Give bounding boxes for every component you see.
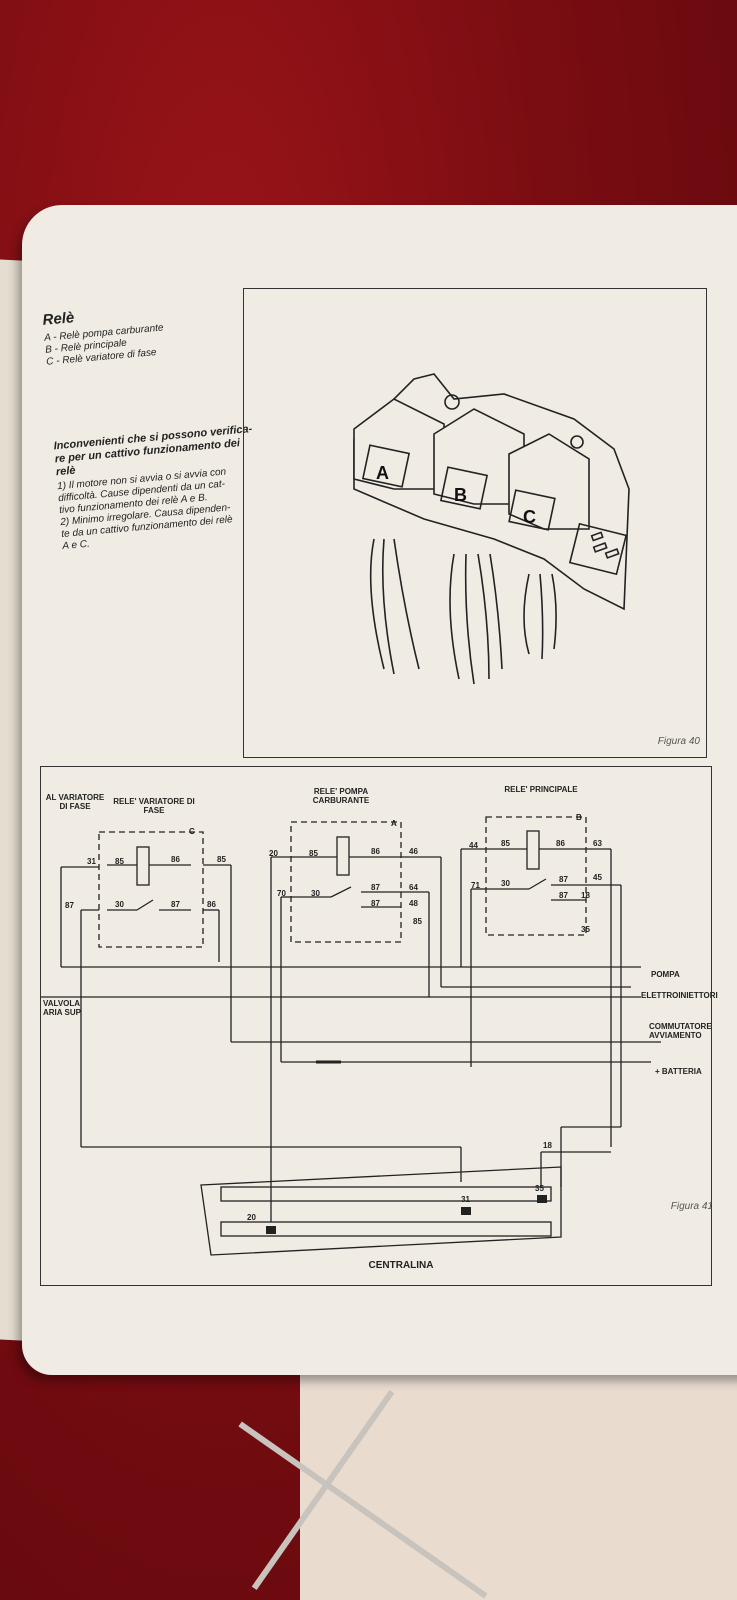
pin-label: 85 xyxy=(309,849,318,858)
label-valvola: VALVOLA ARIA SUP. xyxy=(43,999,83,1017)
box-label-a: A xyxy=(391,819,397,828)
floor-tiles xyxy=(238,1330,737,1600)
pin-label: 30 xyxy=(501,879,510,888)
box-label-c: C xyxy=(189,827,195,836)
pin-label: 87 xyxy=(171,900,180,909)
pin-label: 35 xyxy=(535,1184,544,1193)
pin-label: 45 xyxy=(593,873,602,882)
pin-label: 30 xyxy=(311,889,320,898)
figure-40-caption: Figura 40 xyxy=(657,736,700,747)
book-page xyxy=(22,205,737,1375)
pin-label: 85 xyxy=(413,917,422,926)
pin-label: 87 xyxy=(559,891,568,900)
label-commutatore: COMMUTATORE AVVIAMENTO xyxy=(649,1022,712,1040)
label-batteria: + BATTERIA xyxy=(655,1067,702,1076)
pin-label: 63 xyxy=(593,839,602,848)
label-rele-variatore: RELE' VARIATORE DI FASE xyxy=(113,797,195,815)
pin-label: 64 xyxy=(409,883,418,892)
pin-label: 48 xyxy=(409,899,418,908)
pin-label: 46 xyxy=(409,847,418,856)
pin-label: 86 xyxy=(371,847,380,856)
relay-label-a: A xyxy=(376,463,389,483)
pin-label: 31 xyxy=(461,1195,470,1204)
relay-label-c: C xyxy=(523,507,536,527)
pin-label: 30 xyxy=(115,900,124,909)
pin-label: 86 xyxy=(171,855,180,864)
figure-41-box: AL VARIATORE DI FASE RELE' VARIATORE DI … xyxy=(40,766,718,1286)
pin-label: 85 xyxy=(115,857,124,866)
wiring-diagram xyxy=(41,816,661,1256)
label-pompa: POMPA xyxy=(651,970,680,979)
pin-label: 87 xyxy=(559,875,568,884)
pin-label: 20 xyxy=(269,849,278,858)
label-elettroiniettori: ELETTROINIETTORI xyxy=(641,991,718,1000)
pin-label: 87 xyxy=(65,901,74,910)
pin-label: 71 xyxy=(471,881,480,890)
figure-40-box: A B C Figura 40 xyxy=(243,288,707,758)
pin-label: 86 xyxy=(556,839,565,848)
pin-label: 87 xyxy=(371,899,380,908)
pin-label: 87 xyxy=(371,883,380,892)
pin-label: 18 xyxy=(543,1141,552,1150)
pin-label: 85 xyxy=(501,839,510,848)
pin-label: 31 xyxy=(87,857,96,866)
box-label-b: B xyxy=(576,813,582,822)
pin-label: 70 xyxy=(277,889,286,898)
label-rele-principale: RELE' PRINCIPALE xyxy=(504,785,578,794)
pin-label: 44 xyxy=(469,841,478,850)
text-column: Relè A - Relè pompa carburante B - Relè … xyxy=(40,272,272,553)
pin-label: 86 xyxy=(207,900,216,909)
relay-block-illustration: A B C xyxy=(353,373,630,685)
pin-label: 18 xyxy=(581,891,590,900)
pin-label: 85 xyxy=(217,855,226,864)
label-al-variatore: AL VARIATORE DI FASE xyxy=(45,793,105,811)
pin-label: 35 xyxy=(581,925,590,934)
label-centralina: CENTRALINA xyxy=(368,1260,434,1271)
pin-label: 20 xyxy=(247,1213,256,1222)
label-rele-pompa: RELE' POMPA CARBURANTE xyxy=(312,787,370,805)
relay-label-b: B xyxy=(454,485,467,505)
figure-41-caption: Figura 41 xyxy=(670,1201,713,1212)
